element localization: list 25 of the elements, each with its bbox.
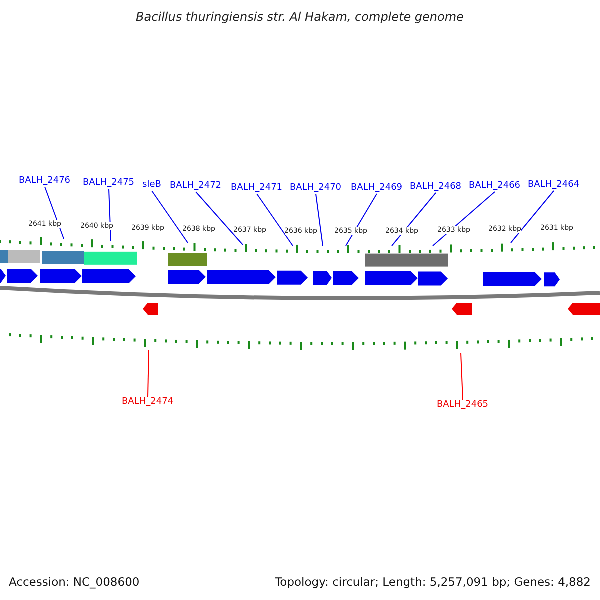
- gene-label: BALH_2474: [122, 397, 174, 408]
- leader-line: [432, 192, 496, 246]
- gene-label: BALH_2465: [437, 400, 489, 411]
- gene-label: BALH_2464: [528, 180, 580, 191]
- leader-line: [148, 350, 150, 398]
- gene-label: BALH_2471: [231, 183, 283, 194]
- gene-label: BALH_2472: [170, 181, 222, 192]
- genome-summary-text: Topology: circular; Length: 5,257,091 bp; Genes: 4,882: [275, 575, 591, 589]
- gene-label: BALH_2475: [83, 178, 135, 189]
- gene-label: BALH_2468: [410, 182, 462, 193]
- accession-text: Accession: NC_008600: [9, 575, 140, 589]
- leader-line: [346, 194, 378, 246]
- diagram-title: Bacillus thuringiensis str. Al Hakam, complete genome: [135, 10, 465, 24]
- leader-line: [510, 190, 554, 244]
- gene-label: BALH_2466: [469, 181, 521, 192]
- leader-line: [256, 194, 294, 246]
- leader-line: [152, 190, 188, 244]
- leader-line: [196, 192, 244, 246]
- gene-label: BALH_2476: [19, 176, 71, 187]
- gene-label: BALH_2470: [290, 183, 342, 194]
- leader-line: [108, 188, 112, 242]
- leader-line: [460, 352, 464, 400]
- gene-label: BALH_2469: [351, 183, 403, 194]
- gene-label: sleB: [142, 180, 162, 191]
- leader-line: [316, 194, 324, 246]
